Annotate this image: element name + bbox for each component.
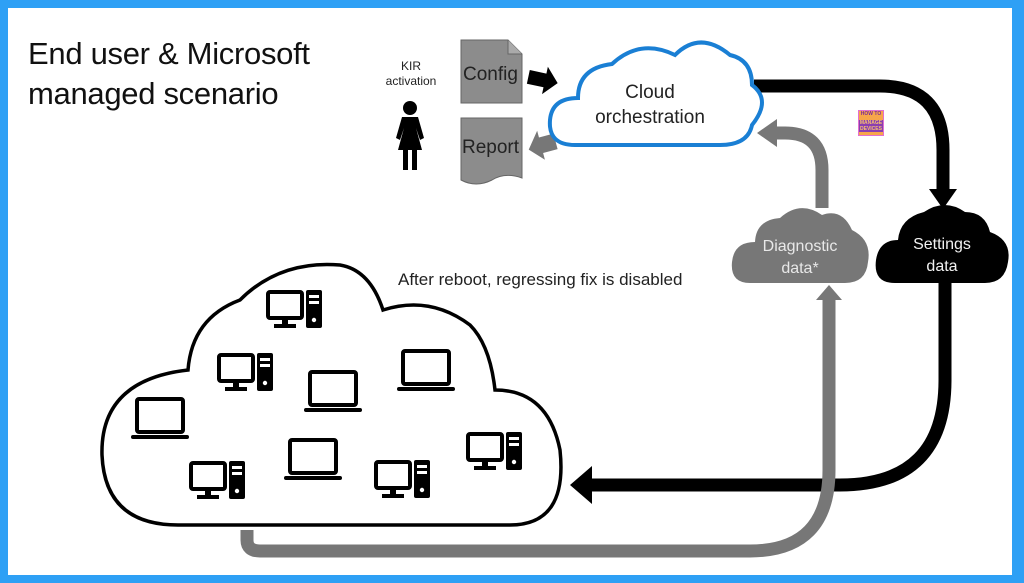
logo-line-2: MANAGE DEVICES <box>859 120 883 132</box>
settings-flow-arrowhead <box>929 189 957 209</box>
settings-label-line-1: Settings <box>913 236 971 253</box>
actor-label-line-1: KIR <box>400 59 421 73</box>
reboot-note: After reboot, regressing fix is disabled <box>398 270 683 289</box>
diagnostic-label-line-2: data* <box>781 260 819 277</box>
title-line-2: managed scenario <box>28 76 279 111</box>
report-label: Report <box>462 137 520 158</box>
watermark-logo: HOW TO MANAGE DEVICES <box>858 110 884 136</box>
config-label: Config <box>463 64 518 85</box>
diagnostic-cloud-shape <box>731 208 869 283</box>
report-back-arrowhead <box>757 119 777 147</box>
settings-flow-arrow <box>754 79 950 190</box>
diagnostic-flow-arrowhead <box>816 285 842 300</box>
config-arrow <box>526 66 558 95</box>
deploy-flow-arrowhead <box>570 466 592 504</box>
slide-title: End user & Microsoft managed scenario <box>28 34 310 114</box>
orchestration-label-line-1: Cloud <box>625 82 675 103</box>
diagnostic-label-line-1: Diagnostic <box>762 238 838 255</box>
settings-cloud-shape <box>875 205 1009 283</box>
orchestration-label-line-2: orchestration <box>595 107 705 128</box>
report-arrow <box>528 130 558 160</box>
orchestration-cloud-shape <box>547 40 764 147</box>
orchestration-cloud-label: Cloud orchestration <box>580 80 720 130</box>
report-document-icon <box>460 117 523 185</box>
config-document-fold <box>507 40 522 55</box>
config-document-icon <box>460 39 523 104</box>
devices-cloud-shape <box>100 262 563 527</box>
actor-label: KIR activation <box>376 59 446 89</box>
settings-cloud-label: Settings data <box>892 234 992 278</box>
diagnostic-flow-arrow <box>240 300 836 558</box>
title-line-1: End user & Microsoft <box>28 36 310 71</box>
settings-label-line-2: data <box>926 258 958 275</box>
logo-line-1: HOW TO <box>860 111 882 117</box>
deploy-flow-arrow <box>592 280 952 492</box>
actor-label-line-2: activation <box>385 74 437 88</box>
diagnostic-cloud-label: Diagnostic data* <box>745 236 855 280</box>
report-back-arrow <box>775 126 829 208</box>
person-icon <box>396 101 424 170</box>
